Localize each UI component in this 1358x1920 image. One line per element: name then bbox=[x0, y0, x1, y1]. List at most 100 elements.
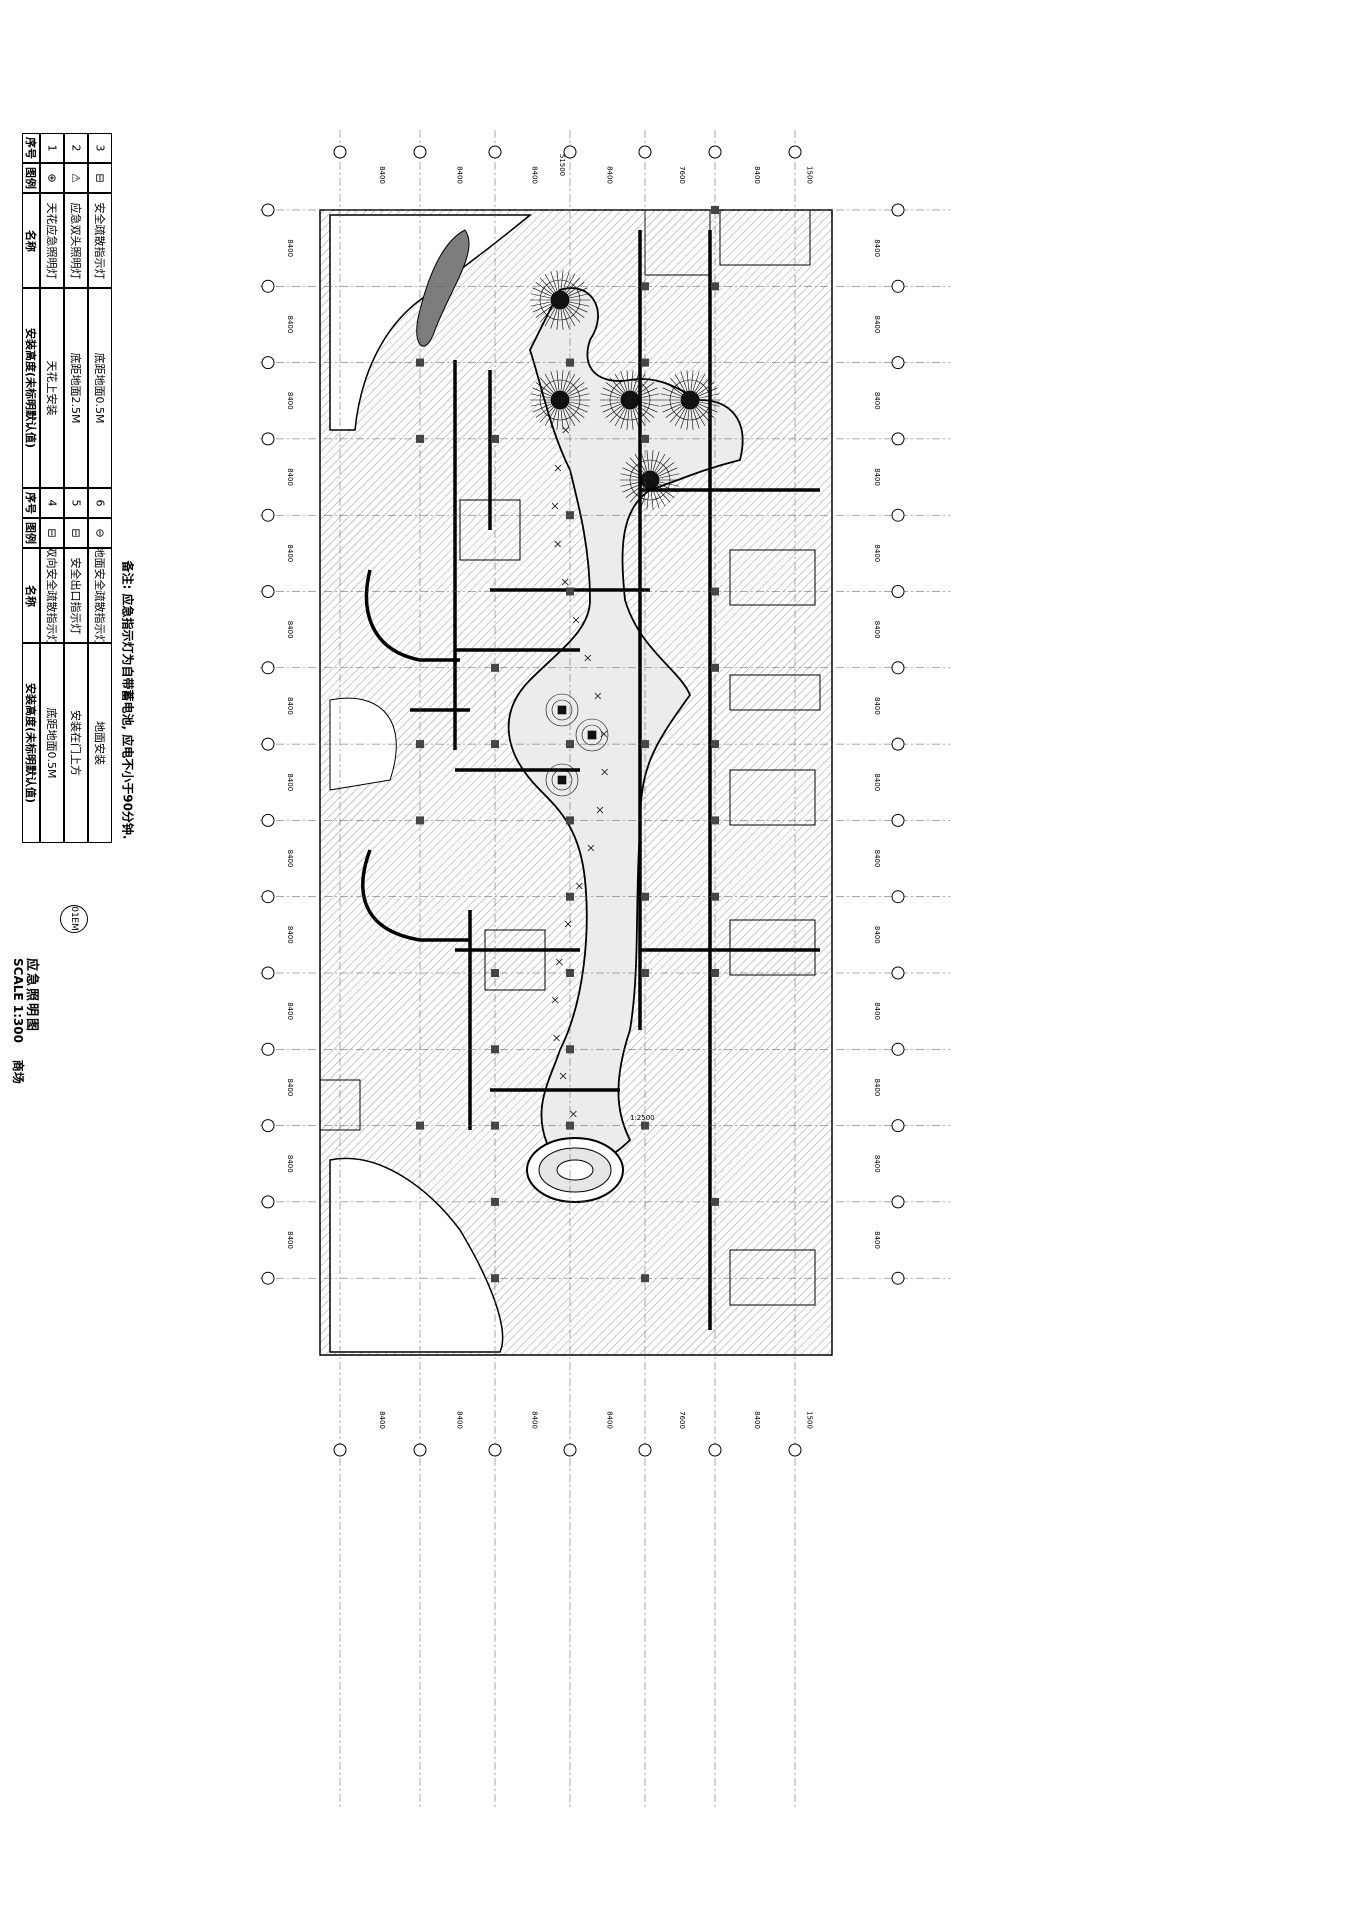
legend-row-5-no: 5 bbox=[64, 488, 88, 518]
legend-header-0-1: 图例 bbox=[22, 163, 40, 193]
note-text: 备注: 应急指示灯为自带蓄电池, 应电不小于90分钟. bbox=[120, 561, 137, 840]
dim-side-label: 8400 bbox=[873, 468, 881, 486]
grid-bubble-left bbox=[262, 1043, 274, 1055]
grid-bubble-top bbox=[709, 146, 721, 158]
legend-row-1-symbol: ⊕ bbox=[40, 163, 64, 193]
legend-row-4-symbol-text: ⊟ bbox=[46, 528, 59, 537]
dim-side-label: 8400 bbox=[873, 621, 881, 639]
legend-header-0-0: 序号 bbox=[22, 133, 40, 163]
grid-bubble-left bbox=[262, 967, 274, 979]
dim-side-label: 8400 bbox=[286, 1231, 294, 1249]
dim-side-label: 8400 bbox=[873, 1079, 881, 1097]
scale-suffix: 商场 bbox=[11, 1060, 25, 1084]
legend-header-0-2: 名称 bbox=[22, 193, 40, 288]
legend-header-0-2-text: 名称 bbox=[23, 230, 39, 252]
grid-bubble-top bbox=[414, 146, 426, 158]
dim-side-label: 8400 bbox=[873, 239, 881, 257]
legend-row-4-height: 底距地面0.5M bbox=[40, 643, 64, 843]
legend-row-2-height: 底距地面2.5M bbox=[64, 288, 88, 488]
grid-bubble-left bbox=[262, 1196, 274, 1208]
dim-side-label: 8400 bbox=[286, 1155, 294, 1173]
grid-bubble-left bbox=[262, 814, 274, 826]
grid-bubble-top bbox=[789, 146, 801, 158]
legend-row-3-no: 3 bbox=[88, 133, 112, 163]
legend-row-6-symbol-text: ⊖ bbox=[94, 528, 107, 537]
dim-top-label: 1500 bbox=[806, 166, 814, 184]
legend-header-1-1: 图例 bbox=[22, 518, 40, 548]
legend-row-2-symbol: ⚠ bbox=[64, 163, 88, 193]
dim-bottom-label: 8400 bbox=[456, 1411, 464, 1429]
dim-top-label: 8400 bbox=[531, 166, 539, 184]
grid-bubble-bottom bbox=[564, 1444, 576, 1456]
legend-row-3-symbol-text: ⊟ bbox=[94, 173, 107, 182]
grid-bubble-right bbox=[892, 1043, 904, 1055]
grid-bubble-top bbox=[639, 146, 651, 158]
dim-side-label: 8400 bbox=[286, 544, 294, 562]
legend-header-1-1-text: 图例 bbox=[23, 522, 39, 544]
legend-row-4-symbol: ⊟ bbox=[40, 518, 64, 548]
legend-row-2-symbol-text: ⚠ bbox=[70, 173, 83, 183]
scale-text: SCALE 1:300 bbox=[11, 958, 25, 1043]
label-elevation: 1:2500 bbox=[630, 1114, 655, 1122]
legend-row-3-height: 底距地面0.5M bbox=[88, 288, 112, 488]
grid-bubble-right bbox=[892, 509, 904, 521]
grid-bubble-right bbox=[892, 204, 904, 216]
legend-row-1-name: 天花应急照明灯 bbox=[40, 193, 64, 288]
legend-header-0-0-text: 序号 bbox=[23, 137, 39, 159]
legend-header-0-1-text: 图例 bbox=[23, 167, 39, 189]
oval-stage bbox=[527, 1138, 623, 1202]
dim-bottom-label: 1500 bbox=[806, 1411, 814, 1429]
dim-side-label: 8400 bbox=[286, 621, 294, 639]
dim-bottom-label: 8400 bbox=[531, 1411, 539, 1429]
grid-bubble-right bbox=[892, 586, 904, 598]
legend-header-0-3: 安装高度(未标明默认值) bbox=[22, 288, 40, 488]
legend-row-2-name: 应急双头照明灯 bbox=[64, 193, 88, 288]
dim-top-label: 8400 bbox=[753, 166, 761, 184]
dim-side-label: 8400 bbox=[286, 239, 294, 257]
dim-side-label: 8400 bbox=[286, 316, 294, 334]
legend-table: 序号图例名称安装高度(未标明默认值)序号图例名称安装高度(未标明默认值)1⊕天花… bbox=[22, 133, 114, 843]
grid-bubble-bottom bbox=[789, 1444, 801, 1456]
legend-row-2-name-text: 应急双头照明灯 bbox=[68, 202, 84, 279]
badge-code: EM bbox=[69, 911, 79, 937]
grid-bubble-right bbox=[892, 280, 904, 292]
dim-side-label: 8400 bbox=[286, 468, 294, 486]
legend-header-1-3-text: 安装高度(未标明默认值) bbox=[23, 683, 39, 803]
grid-bubble-left bbox=[262, 204, 274, 216]
legend-row-3-height-text: 底距地面0.5M bbox=[92, 353, 108, 424]
grid-bubble-left bbox=[262, 891, 274, 903]
dim-bottom-label: 8400 bbox=[606, 1411, 614, 1429]
grid-bubble-left bbox=[262, 662, 274, 674]
grid-bubble-left bbox=[262, 738, 274, 750]
legend-row-4-height-text: 底距地面0.5M bbox=[44, 708, 60, 779]
legend-row-6-height: 地面安装 bbox=[88, 643, 112, 843]
grid-bubble-right bbox=[892, 891, 904, 903]
dim-side-label: 8400 bbox=[873, 697, 881, 715]
grid-bubble-left bbox=[262, 1272, 274, 1284]
grid-bubble-right bbox=[892, 1120, 904, 1132]
legend-row-5-symbol: ⊟ bbox=[64, 518, 88, 548]
dim-side-label: 8400 bbox=[873, 926, 881, 944]
grid-bubble-bottom bbox=[709, 1444, 721, 1456]
legend-header-1-2: 名称 bbox=[22, 548, 40, 643]
dim-side-label: 8400 bbox=[286, 1079, 294, 1097]
dim-side-label: 8400 bbox=[286, 850, 294, 868]
dim-side-label: 8400 bbox=[286, 773, 294, 791]
legend-row-2-height-text: 底距地面2.5M bbox=[68, 353, 84, 424]
grid-bubble-bottom bbox=[334, 1444, 346, 1456]
legend-row-6-no: 6 bbox=[88, 488, 112, 518]
legend-row-3-symbol: ⊟ bbox=[88, 163, 112, 193]
legend-row-5-name-text: 安全出口指示灯 bbox=[68, 557, 84, 634]
grid-bubble-left bbox=[262, 1120, 274, 1132]
legend-row-6-height-text: 地面安装 bbox=[92, 721, 108, 765]
legend-header-1-2-text: 名称 bbox=[23, 585, 39, 607]
dim-side-label: 8400 bbox=[286, 697, 294, 715]
grid-bubble-right bbox=[892, 662, 904, 674]
legend-row-6-symbol: ⊖ bbox=[88, 518, 112, 548]
grid-bubble-right bbox=[892, 1272, 904, 1284]
legend-row-2-no-text: 2 bbox=[70, 145, 83, 152]
dim-bottom-label: 7600 bbox=[678, 1411, 686, 1429]
grid-bubble-top bbox=[334, 146, 346, 158]
dim-side-label: 8400 bbox=[286, 392, 294, 410]
dim-side-label: 8400 bbox=[873, 544, 881, 562]
